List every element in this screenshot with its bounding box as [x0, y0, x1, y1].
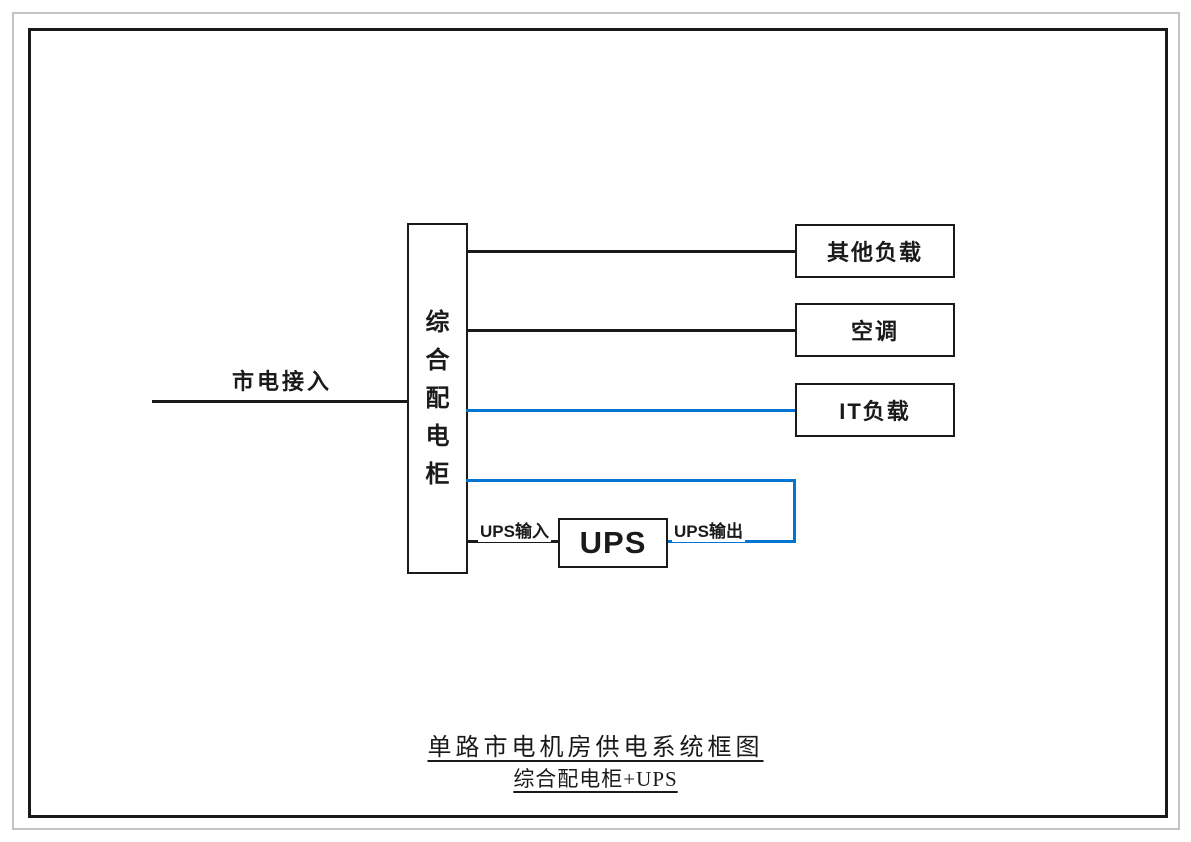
line-other-load — [466, 250, 796, 253]
load-box-ac: 空调 — [795, 303, 955, 357]
mains-label: 市电接入 — [231, 369, 332, 394]
diagram-subtitle: 综合配电柜+UPS — [513, 767, 678, 791]
ups-input-label: UPS输入 — [478, 517, 551, 542]
load-label-it: IT负载 — [839, 399, 911, 424]
line-ups-riser — [793, 479, 796, 543]
inner-frame — [28, 28, 1168, 818]
diagram-title: 单路市电机房供电系统框图 — [427, 735, 764, 761]
mains-line — [152, 400, 408, 403]
load-label-other: 其他负载 — [826, 240, 923, 265]
ups-label: UPS — [579, 525, 647, 560]
ups-box: UPS — [558, 518, 668, 568]
line-it-load — [466, 409, 796, 412]
load-box-other: 其他负载 — [795, 224, 955, 278]
load-box-it: IT负载 — [795, 383, 955, 437]
cabinet-label: 综合配电柜 — [425, 308, 450, 488]
line-ac-load — [466, 329, 796, 332]
load-label-ac: 空调 — [850, 319, 899, 344]
outer-frame — [12, 12, 1180, 830]
cabinet-box: 综合配电柜 — [407, 223, 468, 574]
ups-output-label: UPS输出 — [672, 517, 745, 542]
line-ups-return — [466, 479, 796, 482]
